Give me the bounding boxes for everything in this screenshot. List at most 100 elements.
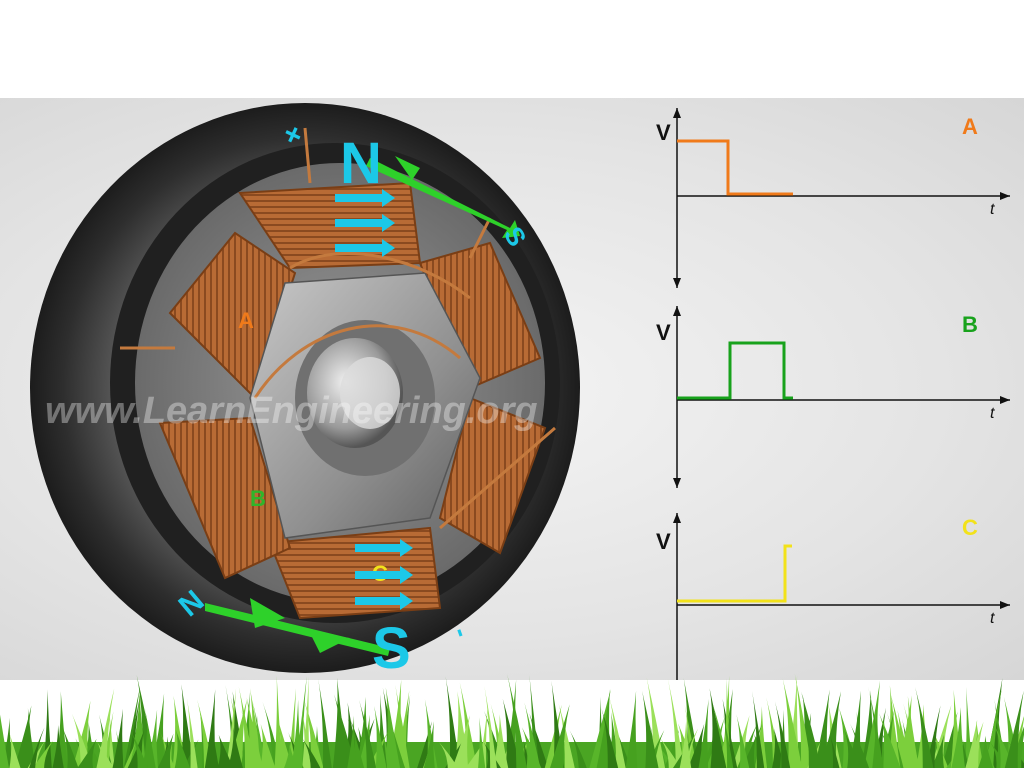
graph-B-y-arrow-down (673, 478, 681, 488)
grass-blade (347, 715, 357, 768)
grass-blade (801, 691, 822, 768)
grass-blade (144, 708, 156, 768)
grass-blade (97, 741, 114, 768)
grass-blade (941, 711, 958, 768)
flux-arrows-top (335, 189, 395, 257)
grass-blade (43, 689, 52, 768)
grass-blade (23, 708, 36, 768)
grass-blade (930, 704, 952, 768)
grass-blade (304, 699, 324, 768)
grass-blade (291, 699, 303, 768)
grass-blade (951, 707, 966, 768)
grass-blade (332, 677, 349, 768)
coil-bottom-left (158, 416, 292, 580)
grass-blade (274, 675, 283, 768)
graph-A-y-arrow (673, 108, 681, 118)
grass-blade (698, 699, 709, 768)
grass-blade (0, 714, 9, 768)
grass-decoration (0, 673, 1024, 768)
grass-blade (544, 704, 562, 768)
grass-blade (174, 729, 191, 768)
grass-blade (868, 686, 884, 768)
grass-blade (151, 693, 165, 768)
graph-A-waveform (677, 139, 793, 196)
grass-blade (642, 690, 659, 768)
grass-blade (492, 714, 509, 768)
grass-blade (931, 734, 945, 768)
flux-arrows-bottom (355, 539, 413, 610)
grass-blade (227, 699, 248, 768)
grass-blade (897, 695, 913, 768)
grass-blade (609, 696, 626, 768)
graph-C-y-arrow (673, 513, 681, 523)
grass-blade (374, 705, 387, 768)
coil-label-b: B (250, 486, 266, 511)
grass-blade (228, 727, 243, 768)
grass-blade (915, 686, 934, 768)
grass-blade (529, 674, 540, 768)
grass-blade (359, 699, 377, 768)
grass-blade (849, 723, 870, 768)
grass-blade (684, 704, 697, 768)
grass-blade (646, 677, 666, 768)
graph-B-ylabel: V (656, 320, 671, 345)
graph-B-y-arrow (673, 306, 681, 316)
grass-blade (601, 708, 619, 768)
watermark-text: www.LearnEngineering.org (45, 390, 538, 432)
graph-B-x-arrow (1000, 396, 1010, 404)
grass-blade (569, 730, 587, 768)
grass-blade (353, 729, 365, 768)
grass-blade (124, 741, 137, 768)
grass-blade (452, 715, 470, 768)
grass-blade (507, 673, 527, 768)
grass-blade (77, 738, 97, 768)
grass-blade (388, 679, 403, 768)
grass-blade (596, 689, 611, 768)
grass-blade (782, 678, 803, 768)
grass-blade (318, 678, 332, 768)
grass-blade (478, 717, 486, 768)
graph-B-waveform (677, 341, 793, 400)
graph-A-ylabel: V (656, 120, 671, 145)
grass-blade (774, 701, 791, 768)
grass-blade (625, 690, 638, 768)
grass-blade (52, 725, 64, 768)
field-arrow-top (366, 156, 520, 238)
grass-blade (423, 721, 435, 768)
grass-blade (709, 688, 727, 768)
connecting-wires (120, 127, 556, 530)
animation-frame: www.LearnEngineering.org A B C N S (0, 98, 1024, 680)
grass-blade (679, 718, 692, 768)
grass-blade (558, 703, 575, 768)
grass-blade (524, 702, 541, 768)
field-arrow-bottom (205, 598, 390, 656)
motor-diagram-svg: www.LearnEngineering.org A B C N S (30, 103, 1010, 680)
graph-A-x-arrow (1000, 192, 1010, 200)
grass-blade (985, 687, 1003, 768)
grass-blade (484, 685, 497, 768)
grass-blade (157, 733, 174, 768)
grass-blade (752, 691, 765, 768)
grass-blade (302, 738, 321, 768)
grass-blade (146, 709, 158, 768)
graph-A-label: A (962, 114, 978, 139)
graph-C-ylabel: V (656, 529, 671, 554)
grass-blade (260, 724, 276, 768)
graph-B-label: B (962, 312, 978, 337)
graph-C-xlabel: t (990, 610, 995, 627)
grass-blade (820, 691, 842, 768)
graph-C-label: C (962, 515, 978, 540)
grass-blade (123, 687, 140, 768)
grass-blade (664, 729, 680, 768)
grass-blade (830, 735, 840, 768)
grass-blade (978, 735, 994, 768)
grass-blade (9, 733, 21, 768)
graph-C-waveform (677, 544, 792, 603)
grass-blade (209, 725, 219, 768)
grass-blade (385, 687, 401, 768)
grass-blade (814, 689, 830, 768)
grass-blade (687, 723, 705, 768)
grass-blade (238, 686, 255, 768)
grass-blade (965, 686, 973, 768)
